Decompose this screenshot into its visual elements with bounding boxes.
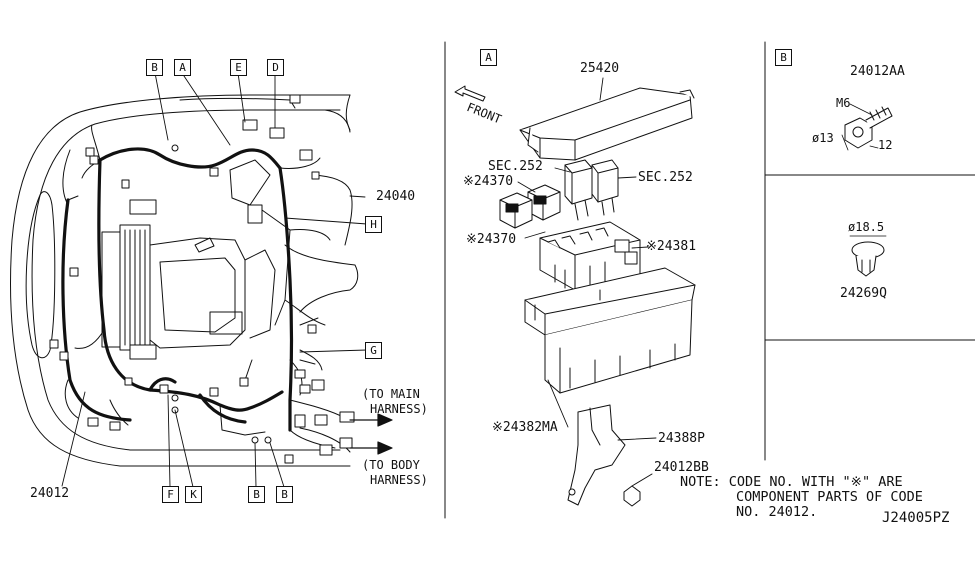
part-label-24388p: 24388P: [658, 431, 705, 446]
to-main-harness-line1: (TO MAIN: [362, 387, 420, 401]
leader-25420: [599, 77, 604, 101]
part-label-24370-bottom: ※24370: [466, 232, 517, 247]
to-main-harness-line2: HARNESS): [370, 402, 428, 416]
leader-sec252-left: [554, 167, 571, 173]
dimension-d13: ø13: [812, 131, 834, 145]
callout-f: F: [162, 486, 179, 503]
engine-assembly: [101, 159, 359, 351]
callout-g: G: [365, 342, 382, 359]
part-label-24012: 24012: [30, 486, 70, 501]
diagram-id: J24005PZ: [882, 510, 950, 526]
panel-a-tag: A: [480, 49, 497, 66]
harness-connectors: [49, 94, 355, 464]
dimension-lines-b: [841, 103, 879, 151]
small-relays: [499, 184, 561, 229]
dimension-d18-5: ø18.5: [848, 220, 885, 234]
note-line-2: COMPONENT PARTS OF CODE: [736, 489, 923, 505]
part-label-24012aa: 24012AA: [850, 64, 905, 79]
leader-24382ma: [547, 379, 569, 428]
dimension-m6: M6: [836, 96, 851, 110]
leader-sec252-right: [617, 176, 637, 179]
part-label-24382ma: ※24382MA: [492, 420, 558, 435]
callout-b-top: B: [146, 59, 163, 76]
panel-b-tag: B: [775, 49, 792, 66]
clip-24269q: [851, 241, 885, 277]
ground-bolts: [171, 144, 272, 444]
to-body-harness-line1: (TO BODY: [362, 458, 420, 472]
leader-24388p: [617, 437, 657, 441]
callout-e: E: [230, 59, 247, 76]
front-arrow: [454, 85, 486, 102]
part-label-24370-top: ※24370: [463, 174, 514, 189]
part-label-24269q: 24269Q: [840, 286, 887, 301]
bracket-24388p: [567, 404, 626, 506]
bolt-24012aa: [844, 106, 893, 149]
part-label-24012bb: 24012BB: [654, 460, 709, 475]
fuse-box-housing: [524, 267, 696, 394]
fuse-box-cover: [519, 87, 695, 161]
callout-k: K: [185, 486, 202, 503]
leader-24370-bottom: [524, 231, 546, 239]
leader-24381: [631, 246, 649, 249]
callout-leaders: [61, 72, 368, 488]
relays: [564, 159, 619, 221]
part-label-sec252-left: SEC.252: [488, 159, 543, 174]
callout-d: D: [267, 59, 284, 76]
callout-a: A: [174, 59, 191, 76]
callout-b-bottom-1: B: [248, 486, 265, 503]
fuse-block-base: [539, 221, 641, 291]
note-line-1: NOTE: CODE NO. WITH "※" ARE: [680, 474, 903, 490]
note-line-3: NO. 24012.: [736, 504, 818, 520]
bolt-24012bb: [623, 473, 653, 507]
callout-h: H: [365, 216, 382, 233]
vehicle-body-outline: [10, 94, 351, 467]
harness-bundles: [61, 147, 294, 432]
part-label-24040: 24040: [376, 189, 416, 204]
part-label-25420: 25420: [580, 61, 620, 76]
part-label-24381: ※24381: [646, 239, 697, 254]
dimension-d12: 12: [878, 138, 893, 152]
to-body-harness-line2: HARNESS): [370, 473, 428, 487]
callout-b-bottom-2: B: [276, 486, 293, 503]
leader-24370-top: [517, 181, 536, 193]
harness-arrows: [349, 413, 393, 455]
part-label-sec252-right: SEC.252: [638, 170, 693, 185]
